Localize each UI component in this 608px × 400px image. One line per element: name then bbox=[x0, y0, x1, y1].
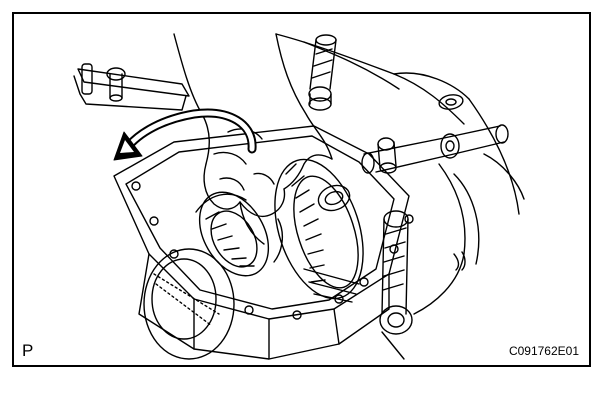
upper-left-tool-bar bbox=[73, 63, 190, 111]
figure-corner-label: P bbox=[22, 341, 34, 360]
ring-gear bbox=[274, 158, 364, 303]
hand-illustration bbox=[173, 33, 333, 263]
figure-code-label: C091762E01 bbox=[508, 344, 579, 358]
right-tool-bar bbox=[361, 124, 509, 174]
upper-center-bolt bbox=[308, 34, 337, 111]
differential-assembly-illustration bbox=[73, 33, 525, 360]
rotation-arrow-icon bbox=[113, 108, 257, 161]
side-gear bbox=[195, 191, 270, 277]
right-vertical-bolt bbox=[379, 210, 413, 360]
housing-outline bbox=[275, 33, 525, 315]
illustration-frame: P C091762E01 bbox=[12, 12, 591, 367]
carrier-housing bbox=[113, 125, 414, 360]
